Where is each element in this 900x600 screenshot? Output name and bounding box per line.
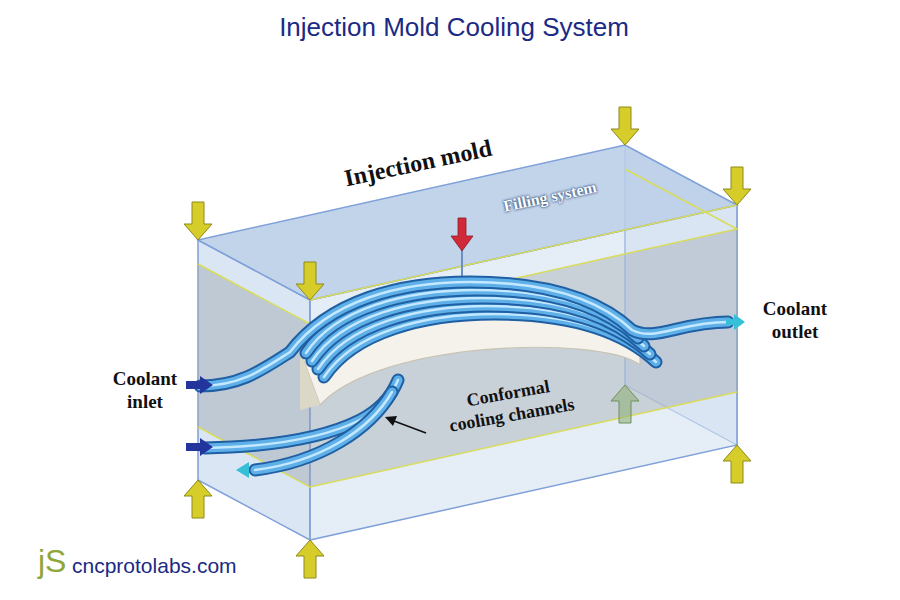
tube-body (200, 282, 728, 386)
clamp-arrow (184, 202, 212, 240)
conformal-tubes (200, 282, 728, 386)
filling-arrow (451, 218, 473, 251)
outlet-arrow (236, 462, 249, 478)
clamp-arrow (611, 385, 639, 423)
tube-outline (255, 392, 392, 470)
clamp-arrow (296, 262, 324, 300)
outlet-label: Coolant outlet (750, 298, 840, 344)
logo-mark: jS (38, 542, 74, 580)
watermark: cncprotolabs.com (72, 553, 292, 578)
leader-line (394, 421, 426, 433)
clamp-arrow (296, 540, 324, 578)
tube-outline (200, 282, 728, 386)
leader-arrowhead (385, 416, 397, 426)
clamp-arrow (611, 107, 639, 145)
inlet-label: Coolant inlet (100, 368, 190, 414)
cooling-tube-lower (205, 380, 398, 470)
outlet-arrow (726, 314, 745, 330)
clamp-arrows (184, 107, 751, 578)
clamp-arrow (723, 167, 751, 205)
inlet-arrow (186, 438, 213, 456)
inlet-arrow (186, 376, 213, 394)
clamp-arrow (184, 480, 212, 518)
tube-highlight (200, 282, 728, 386)
tube-body (255, 392, 392, 470)
tube-highlight (255, 392, 392, 470)
clamp-arrow (723, 445, 751, 483)
tube-main (200, 282, 728, 386)
diagram-title: Injection Mold Cooling System (4, 12, 900, 43)
